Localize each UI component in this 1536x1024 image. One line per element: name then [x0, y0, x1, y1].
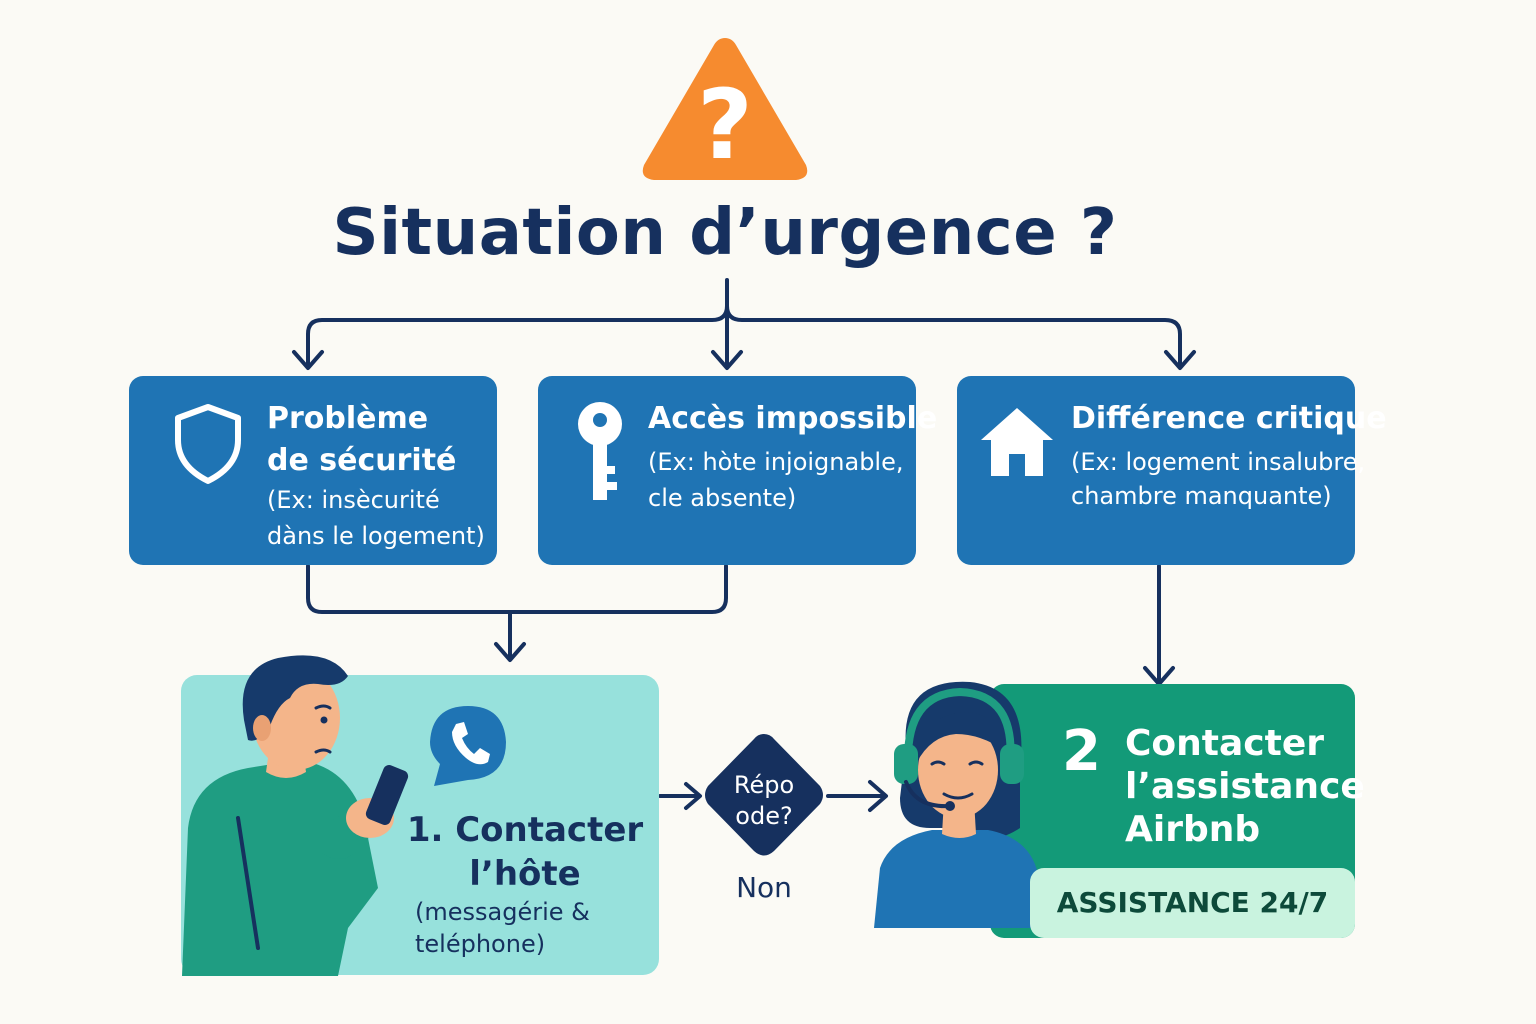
- step-sub-line: teléphone): [415, 930, 546, 958]
- arrowhead-right: [1164, 350, 1196, 370]
- category-access: Accès impossible (Ex: hòte injoignable, …: [538, 376, 937, 565]
- person-with-phone-illustration: [182, 655, 409, 976]
- support-24-7-badge: ASSISTANCE 24/7: [1030, 868, 1355, 938]
- category-title-line: Problème: [267, 401, 429, 436]
- category-title-line: de sécurité: [267, 443, 457, 478]
- step-contact-support-title: Contacter l’assistance Airbnb: [1125, 722, 1365, 851]
- category-example-line: (Ex: hòte injoignable,: [648, 448, 904, 476]
- step-contact-host-title: 1. Contacter l’hôte: [400, 808, 650, 896]
- house-icon: [981, 408, 1053, 476]
- decision-question: Répo ode?: [714, 770, 814, 832]
- decision-line: Répo: [733, 771, 795, 799]
- decision-line: ode?: [735, 802, 793, 830]
- step-title-line: l’assistance: [1125, 766, 1365, 807]
- warning-triangle-icon: ?: [642, 38, 808, 181]
- category-example-line: (Ex: insècurité: [267, 486, 440, 514]
- support-agent-headset-illustration: [874, 681, 1046, 928]
- category-title-line: Accès impossible: [648, 401, 938, 436]
- step-contact-host-subtitle: (messagérie & teléphone): [415, 896, 645, 960]
- category-title-line: Différence critique: [1071, 401, 1387, 436]
- key-icon: [578, 402, 622, 500]
- category-example-line: dàns le logement): [267, 522, 485, 550]
- svg-text:?: ?: [697, 69, 753, 181]
- step-title-line: Contacter: [1125, 723, 1325, 764]
- arrowhead-decision: [684, 782, 702, 810]
- arrowhead-left: [292, 350, 324, 370]
- category-security: Problème de sécurité (Ex: insècurité dàn…: [129, 376, 497, 565]
- connector-merge-to-host: [306, 564, 728, 614]
- category-example-line: cle absente): [648, 484, 797, 512]
- phone-icon: [430, 706, 506, 786]
- step-title-line: l’hôte: [469, 854, 581, 894]
- arrowhead-host: [494, 642, 526, 662]
- category-critical-difference: Différence critique (Ex: logement insalu…: [957, 376, 1387, 565]
- step-title-line: Airbnb: [1125, 809, 1261, 850]
- category-example-line: chambre manquante): [1071, 482, 1332, 510]
- shield-icon: [175, 404, 241, 484]
- step-title-line: 1. Contacter: [406, 810, 644, 850]
- decision-no-label: Non: [736, 871, 792, 904]
- step-number: 2: [1062, 719, 1101, 784]
- connector-title-to-right: [725, 304, 1182, 368]
- arrowhead-agent: [868, 780, 888, 812]
- step-sub-line: (messagérie &: [415, 898, 590, 926]
- decision-diamond: [705, 734, 823, 856]
- connector-title-to-left: [306, 304, 729, 368]
- arrowhead-center: [711, 350, 743, 370]
- page-title: Situation d’urgence ?: [332, 196, 1118, 270]
- category-example-line: (Ex: logement insalubre,: [1071, 448, 1366, 476]
